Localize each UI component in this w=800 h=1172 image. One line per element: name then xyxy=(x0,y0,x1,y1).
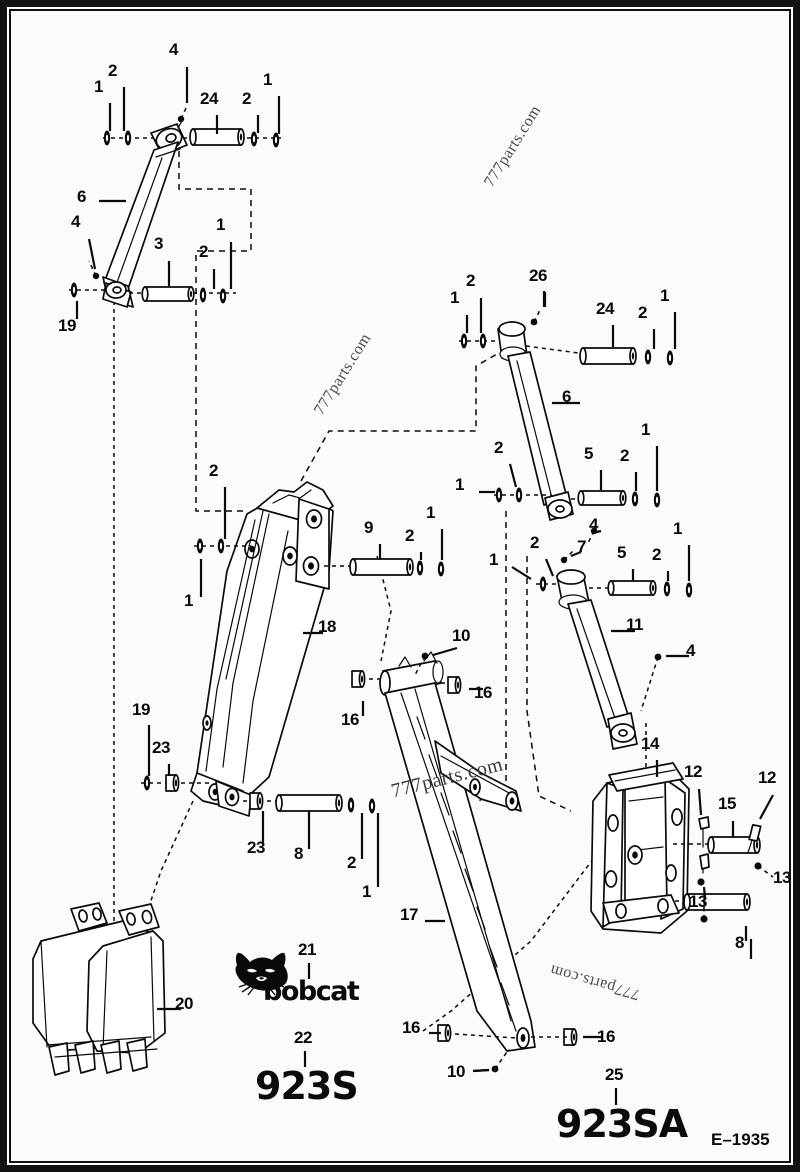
callout-number-2: 2 xyxy=(108,61,117,80)
callout-number-24: 24 xyxy=(596,299,614,318)
callout-number-1: 1 xyxy=(673,519,682,538)
callout-number-1: 1 xyxy=(450,288,459,307)
callout-number-1: 1 xyxy=(660,286,669,305)
bobcat-head-icon xyxy=(235,952,288,996)
callout-number-2: 2 xyxy=(530,533,539,552)
callout-number-13: 13 xyxy=(773,868,789,887)
callout-number-12: 12 xyxy=(758,768,776,787)
callout-number-16: 16 xyxy=(597,1027,615,1046)
callout-number-19: 19 xyxy=(58,316,76,335)
callout-number-1: 1 xyxy=(216,215,225,234)
callout-number-brand: 21 xyxy=(298,940,316,959)
callout-number-12: 12 xyxy=(684,762,702,781)
callout-number-23: 23 xyxy=(247,838,265,857)
callout-number-20: 20 xyxy=(175,994,193,1013)
callout-number-2: 2 xyxy=(494,438,503,457)
callout-number-923sa: 25 xyxy=(605,1065,623,1084)
callout-number-4: 4 xyxy=(71,212,80,231)
callout-number-2: 2 xyxy=(652,545,661,564)
callout-number-6: 6 xyxy=(77,187,86,206)
callout-number-2: 2 xyxy=(405,526,414,545)
callout-number-10: 10 xyxy=(452,626,470,645)
callout-number-2: 2 xyxy=(638,303,647,322)
callout-number-23: 23 xyxy=(152,738,170,757)
callout-number-19: 19 xyxy=(132,700,150,719)
callout-number-4: 4 xyxy=(686,641,695,660)
model-label-923s: 923S xyxy=(255,1064,359,1108)
callout-number-2: 2 xyxy=(347,853,356,872)
callout-number-4: 4 xyxy=(169,40,178,59)
drawing-number: E–1935 xyxy=(711,1130,770,1149)
diagram-canvas: .ln{fill:none;stroke:#0a0a0a;stroke-widt… xyxy=(11,11,789,1161)
callout-number-7: 7 xyxy=(577,537,586,556)
callout-number-3: 3 xyxy=(154,234,163,253)
bobcat-logo xyxy=(229,951,359,1008)
callout-number-16: 16 xyxy=(402,1018,420,1037)
callout-number-1: 1 xyxy=(184,591,193,610)
callout-number-1: 1 xyxy=(263,70,272,89)
exploded-assembly-artwork: .ln{fill:none;stroke:#0a0a0a;stroke-widt… xyxy=(32,67,774,1105)
callout-number-6: 6 xyxy=(562,387,571,406)
callout-number-8: 8 xyxy=(294,844,303,863)
callout-number-11: 11 xyxy=(626,615,643,634)
bobcat-wordmark: bobcat xyxy=(263,976,360,1007)
callout-number-923s: 22 xyxy=(294,1028,312,1047)
callout-number-5: 5 xyxy=(584,444,593,463)
callout-number-24: 24 xyxy=(200,89,218,108)
callout-number-26: 26 xyxy=(529,266,547,285)
callout-number-17: 17 xyxy=(400,905,418,924)
callout-number-15: 15 xyxy=(718,794,736,813)
callout-number-2: 2 xyxy=(242,89,251,108)
callout-number-16: 16 xyxy=(474,683,492,702)
callout-number-5: 5 xyxy=(617,543,626,562)
callout-number-2: 2 xyxy=(199,242,208,261)
callout-number-1: 1 xyxy=(641,420,650,439)
callout-number-4: 4 xyxy=(589,515,598,534)
callout-number-13: 13 xyxy=(689,892,707,911)
callout-number-14: 14 xyxy=(641,734,659,753)
model-label-923sa: 923SA xyxy=(556,1102,688,1146)
callout-number-10: 10 xyxy=(447,1062,465,1081)
callout-number-16: 16 xyxy=(341,710,359,729)
callout-number-18: 18 xyxy=(318,617,336,636)
callout-number-8: 8 xyxy=(735,933,744,952)
callout-number-2: 2 xyxy=(209,461,218,480)
callout-number-1: 1 xyxy=(426,503,435,522)
callout-number-1: 1 xyxy=(455,475,464,494)
callout-number-1: 1 xyxy=(362,882,371,901)
callout-number-9: 9 xyxy=(364,518,373,537)
callout-number-2: 2 xyxy=(466,271,475,290)
callout-number-1: 1 xyxy=(94,77,103,96)
callout-number-1: 1 xyxy=(489,550,498,569)
callout-number-2: 2 xyxy=(620,446,629,465)
